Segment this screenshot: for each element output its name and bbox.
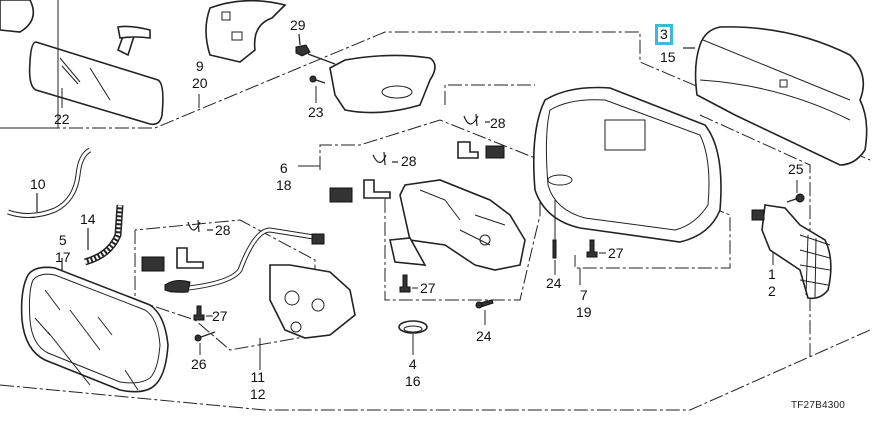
clip-part-a[interactable]	[457, 113, 505, 159]
skull-cap-part[interactable]	[683, 26, 868, 166]
callout-4-16[interactable]: 4 16	[405, 356, 421, 389]
mirror-glass-part[interactable]	[20, 258, 169, 393]
bolt-part-a[interactable]	[399, 274, 418, 293]
callout-23[interactable]: 23	[308, 104, 324, 120]
rearview-mirror-part[interactable]	[28, 25, 164, 126]
callout-11-12[interactable]: 11 12	[250, 369, 266, 402]
callout-5-17[interactable]: 5 17	[55, 232, 71, 265]
lamp-leader-line	[699, 114, 811, 360]
partial-part-top-left	[0, 0, 35, 33]
callout-3-highlighted[interactable]: 3	[655, 24, 673, 45]
callout-7-19[interactable]: 7 19	[576, 287, 592, 320]
hose-inner	[7, 148, 91, 217]
callout-28-power-actuator[interactable]: 28	[215, 222, 231, 238]
mount-cover-part[interactable]	[205, 0, 287, 63]
screw-part-a[interactable]	[552, 200, 557, 275]
callout-28-housing[interactable]: 28	[490, 115, 506, 131]
power-actuator-part[interactable]	[141, 219, 356, 370]
callout-15[interactable]: 15	[660, 49, 676, 65]
bolt-part-b[interactable]	[586, 239, 606, 258]
callout-24-lower[interactable]: 24	[476, 328, 492, 344]
callout-6-18[interactable]: 6 18	[276, 160, 292, 193]
callout-29[interactable]: 29	[290, 17, 306, 33]
screw-part-b[interactable]	[475, 299, 494, 325]
callout-28-actuator[interactable]: 28	[401, 153, 417, 169]
base-cover-part[interactable]	[309, 54, 436, 114]
mirror-housing-part[interactable]	[533, 86, 722, 243]
callout-27-housing[interactable]: 27	[608, 245, 624, 261]
callout-9-20[interactable]: 9 20	[192, 58, 208, 91]
callout-22[interactable]: 22	[54, 111, 70, 127]
callout-25[interactable]: 25	[788, 161, 804, 177]
callout-14[interactable]: 14	[80, 211, 96, 227]
diagram-code: TF27B4300	[790, 400, 845, 411]
callout-10[interactable]: 10	[30, 176, 46, 192]
callout-1-2[interactable]: 1 2	[768, 266, 776, 299]
bolt-part-c[interactable]	[193, 305, 213, 321]
upper-group-outline	[0, 31, 871, 161]
seal-ring-part[interactable]	[398, 320, 428, 355]
actuator-part[interactable]	[329, 151, 526, 271]
nut-part[interactable]	[295, 33, 336, 65]
main-group-outline	[0, 329, 871, 411]
callout-24-housing[interactable]: 24	[546, 275, 562, 291]
callout-26[interactable]: 26	[191, 356, 207, 372]
callout-27-power-actuator[interactable]: 27	[212, 308, 228, 324]
callout-27-actuator[interactable]: 27	[420, 280, 436, 296]
turn-signal-lamp-part[interactable]	[751, 180, 832, 300]
screw-part-c[interactable]	[194, 331, 216, 355]
